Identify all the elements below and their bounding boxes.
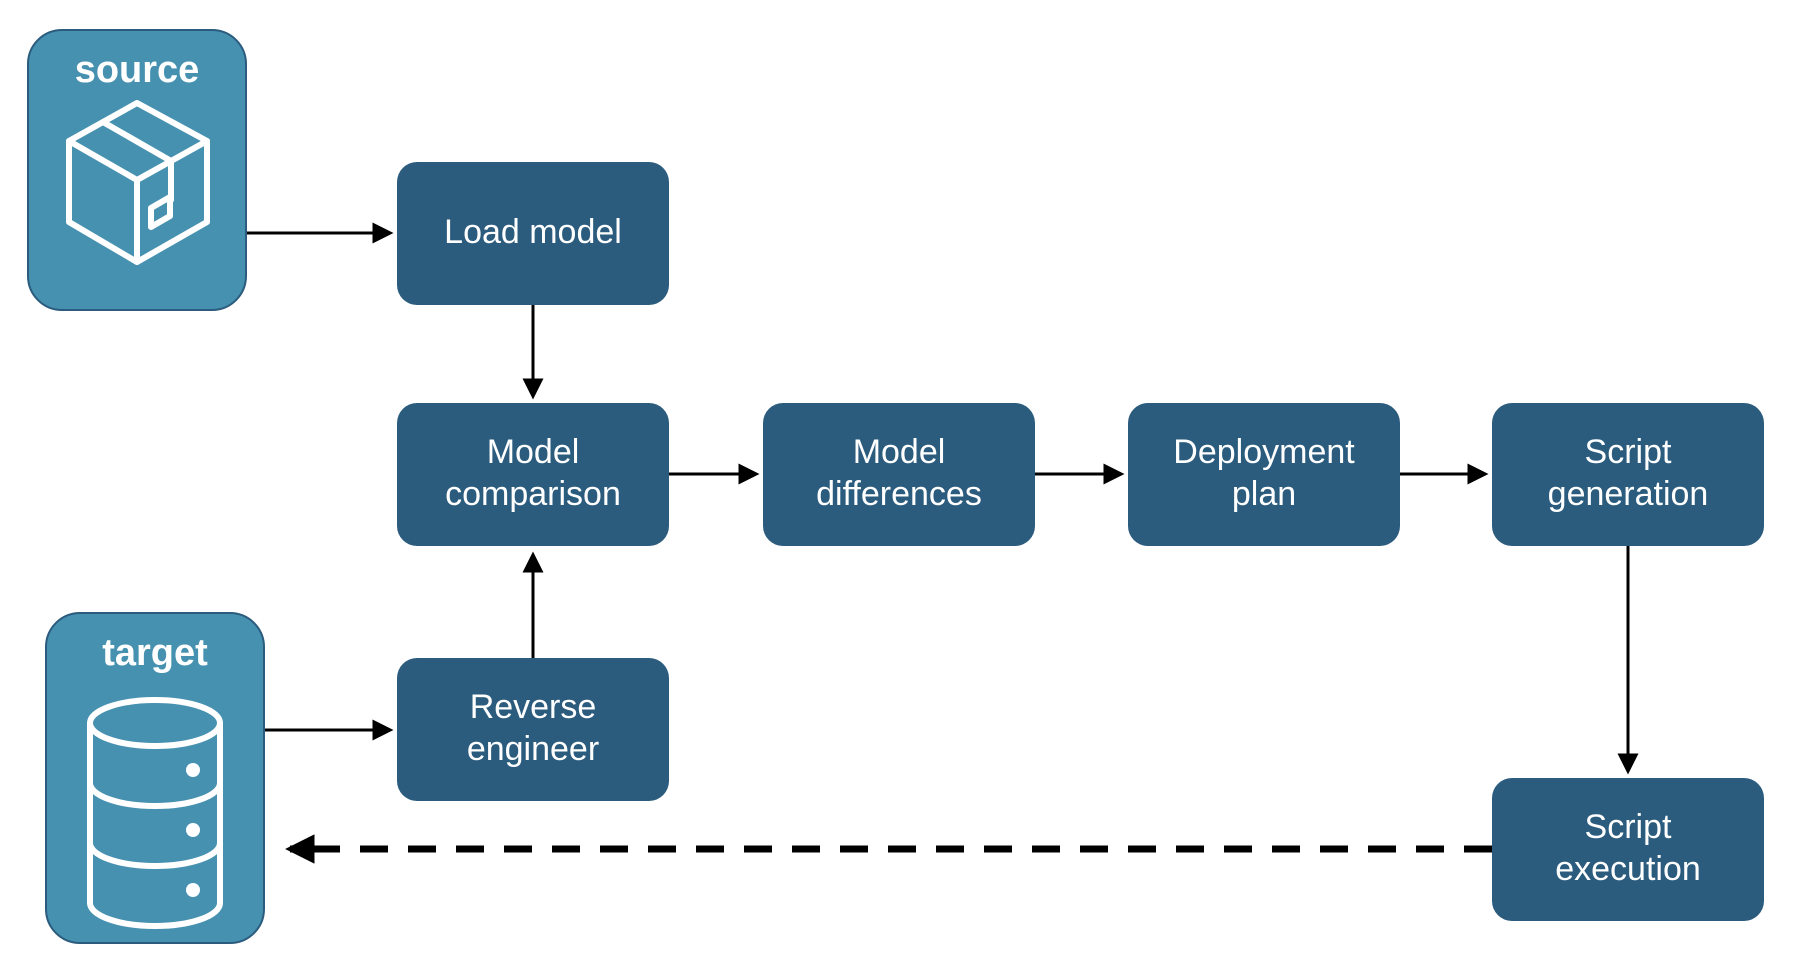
model-differences-label-line1: Model [853,433,946,471]
node-reverse-engineer[interactable]: Reverse engineer [397,658,669,801]
node-deployment-plan[interactable]: Deployment plan [1128,403,1400,546]
source-box [27,29,247,311]
script-generation-label-line1: Script [1585,433,1672,471]
database-cylinder-icon [87,697,223,929]
node-model-comparison[interactable]: Model comparison [397,403,669,546]
deployment-plan-box [1128,403,1400,546]
script-execution-label-line2: execution [1555,850,1701,888]
script-execution-box [1492,778,1764,921]
package-box-icon [66,100,210,265]
deployment-plan-label-line1: Deployment [1173,433,1355,471]
model-differences-box [763,403,1035,546]
reverse-engineer-label-line2: engineer [467,730,599,768]
node-script-execution[interactable]: Script execution [1492,778,1764,921]
deployment-plan-label-line2: plan [1232,475,1296,513]
node-target[interactable]: target [45,612,265,944]
script-execution-label-line1: Script [1585,808,1672,846]
node-load-model[interactable]: Load model [397,162,669,305]
load-model-box [397,162,669,305]
script-generation-box [1492,403,1764,546]
node-source[interactable]: source [27,29,247,311]
source-label: source [75,49,200,91]
reverse-engineer-label-line1: Reverse [470,688,597,726]
model-differences-label-line2: differences [816,475,982,513]
target-label: target [102,632,208,674]
target-box [45,612,265,944]
model-comparison-label-line2: comparison [445,475,621,513]
node-script-generation[interactable]: Script generation [1492,403,1764,546]
script-generation-label-line2: generation [1548,475,1709,513]
model-comparison-label-line1: Model [487,433,580,471]
reverse-engineer-box [397,658,669,801]
node-model-differences[interactable]: Model differences [763,403,1035,546]
load-model-label: Load model [444,213,622,251]
model-comparison-box [397,403,669,546]
edges-layer [246,222,1639,864]
